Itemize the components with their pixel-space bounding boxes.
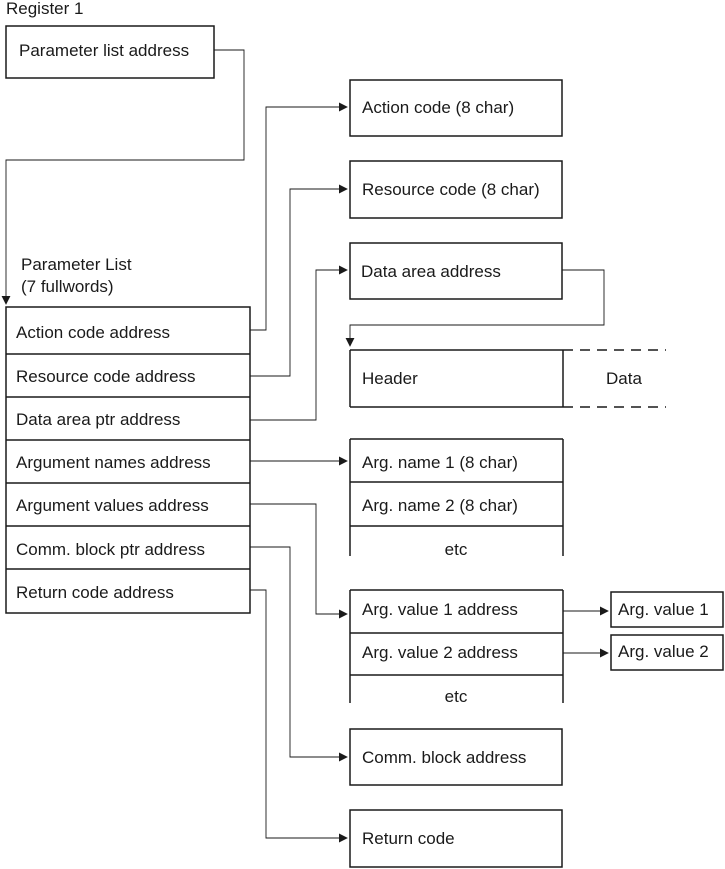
arg-names-list [349,438,564,556]
register-title: Register 1 [6,0,83,18]
comm-block-address-label: Comm. block address [362,748,526,767]
data-area-ptr-arrow [250,265,348,421]
resource-code-label: Resource code (8 char) [362,180,540,199]
arg-name-2: Arg. name 2 (8 char) [362,496,518,515]
arg-value-1: Arg. value 1 [618,600,709,619]
arg-values-etc: etc [445,687,468,706]
data-label: Data [606,369,642,388]
action-code-box [349,79,563,137]
data-area-to-header-arrow [345,269,605,347]
action-code-label: Action code (8 char) [362,98,514,117]
arg-value-1-box [610,591,724,628]
register-to-list-arrow [1,49,245,305]
register-box-label: Parameter list address [19,41,189,60]
comm-block-arrow [250,546,348,762]
header-data-area [349,349,666,408]
param-row-comm-block-ptr: Comm. block ptr address [16,540,205,559]
comm-block-address-box [349,728,563,786]
param-row-resource-code: Resource code address [16,367,196,386]
resource-code-box [349,160,563,219]
data-area-address-label: Data area address [361,262,501,281]
action-code-arrow [250,102,348,331]
register-box [5,25,215,79]
parameter-list-subtitle: (7 fullwords) [21,277,114,296]
arg-values-list [349,589,564,703]
parameter-list-title: Parameter List [21,255,132,274]
arg-value-2-address: Arg. value 2 address [362,643,518,662]
param-row-return-code: Return code address [16,583,174,602]
data-area-address-box [349,242,563,300]
arg-value-1-address: Arg. value 1 address [362,600,518,619]
resource-code-arrow [250,184,348,377]
return-code-label: Return code [362,829,455,848]
arg-name-1: Arg. name 1 (8 char) [362,453,518,472]
arg-names-etc: etc [445,540,468,559]
parameter-list-box [5,306,251,614]
param-row-argument-names: Argument names address [16,453,211,472]
header-label: Header [362,369,418,388]
arg-value-2: Arg. value 2 [618,642,709,661]
param-row-action-code: Action code address [16,323,170,342]
argument-values-arrow [250,503,348,619]
arg-value-2-box [610,634,724,671]
return-code-arrow [250,589,348,843]
return-code-box [349,809,563,868]
param-row-argument-values: Argument values address [16,496,209,515]
param-row-data-area-ptr: Data area ptr address [16,410,180,429]
